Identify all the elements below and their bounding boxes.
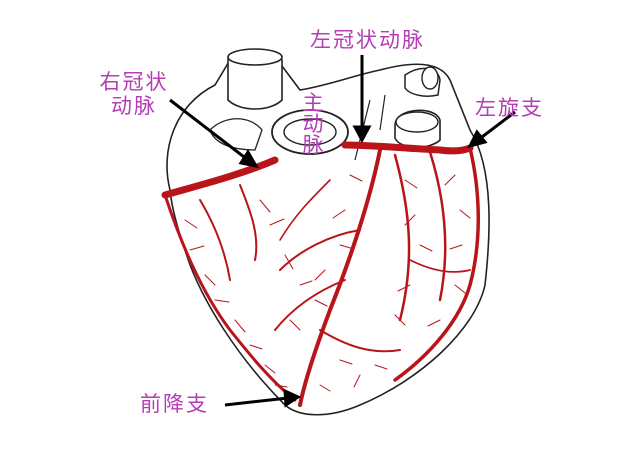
right-coronary-label: 右冠状 动脉 xyxy=(84,70,184,118)
right-coronary-label-line2: 动脉 xyxy=(111,94,157,118)
pointer-arrows xyxy=(169,55,516,408)
anterior-descending-label: 前降支 xyxy=(140,392,209,416)
left-circumflex-label: 左旋支 xyxy=(475,96,544,120)
heart-outline xyxy=(166,54,490,416)
left-coronary-label: 左冠状动脉 xyxy=(310,28,425,52)
right-coronary-label-line1: 右冠状 xyxy=(99,70,169,94)
artery-network xyxy=(161,141,480,407)
aorta-label: 主动脉 xyxy=(302,91,326,157)
